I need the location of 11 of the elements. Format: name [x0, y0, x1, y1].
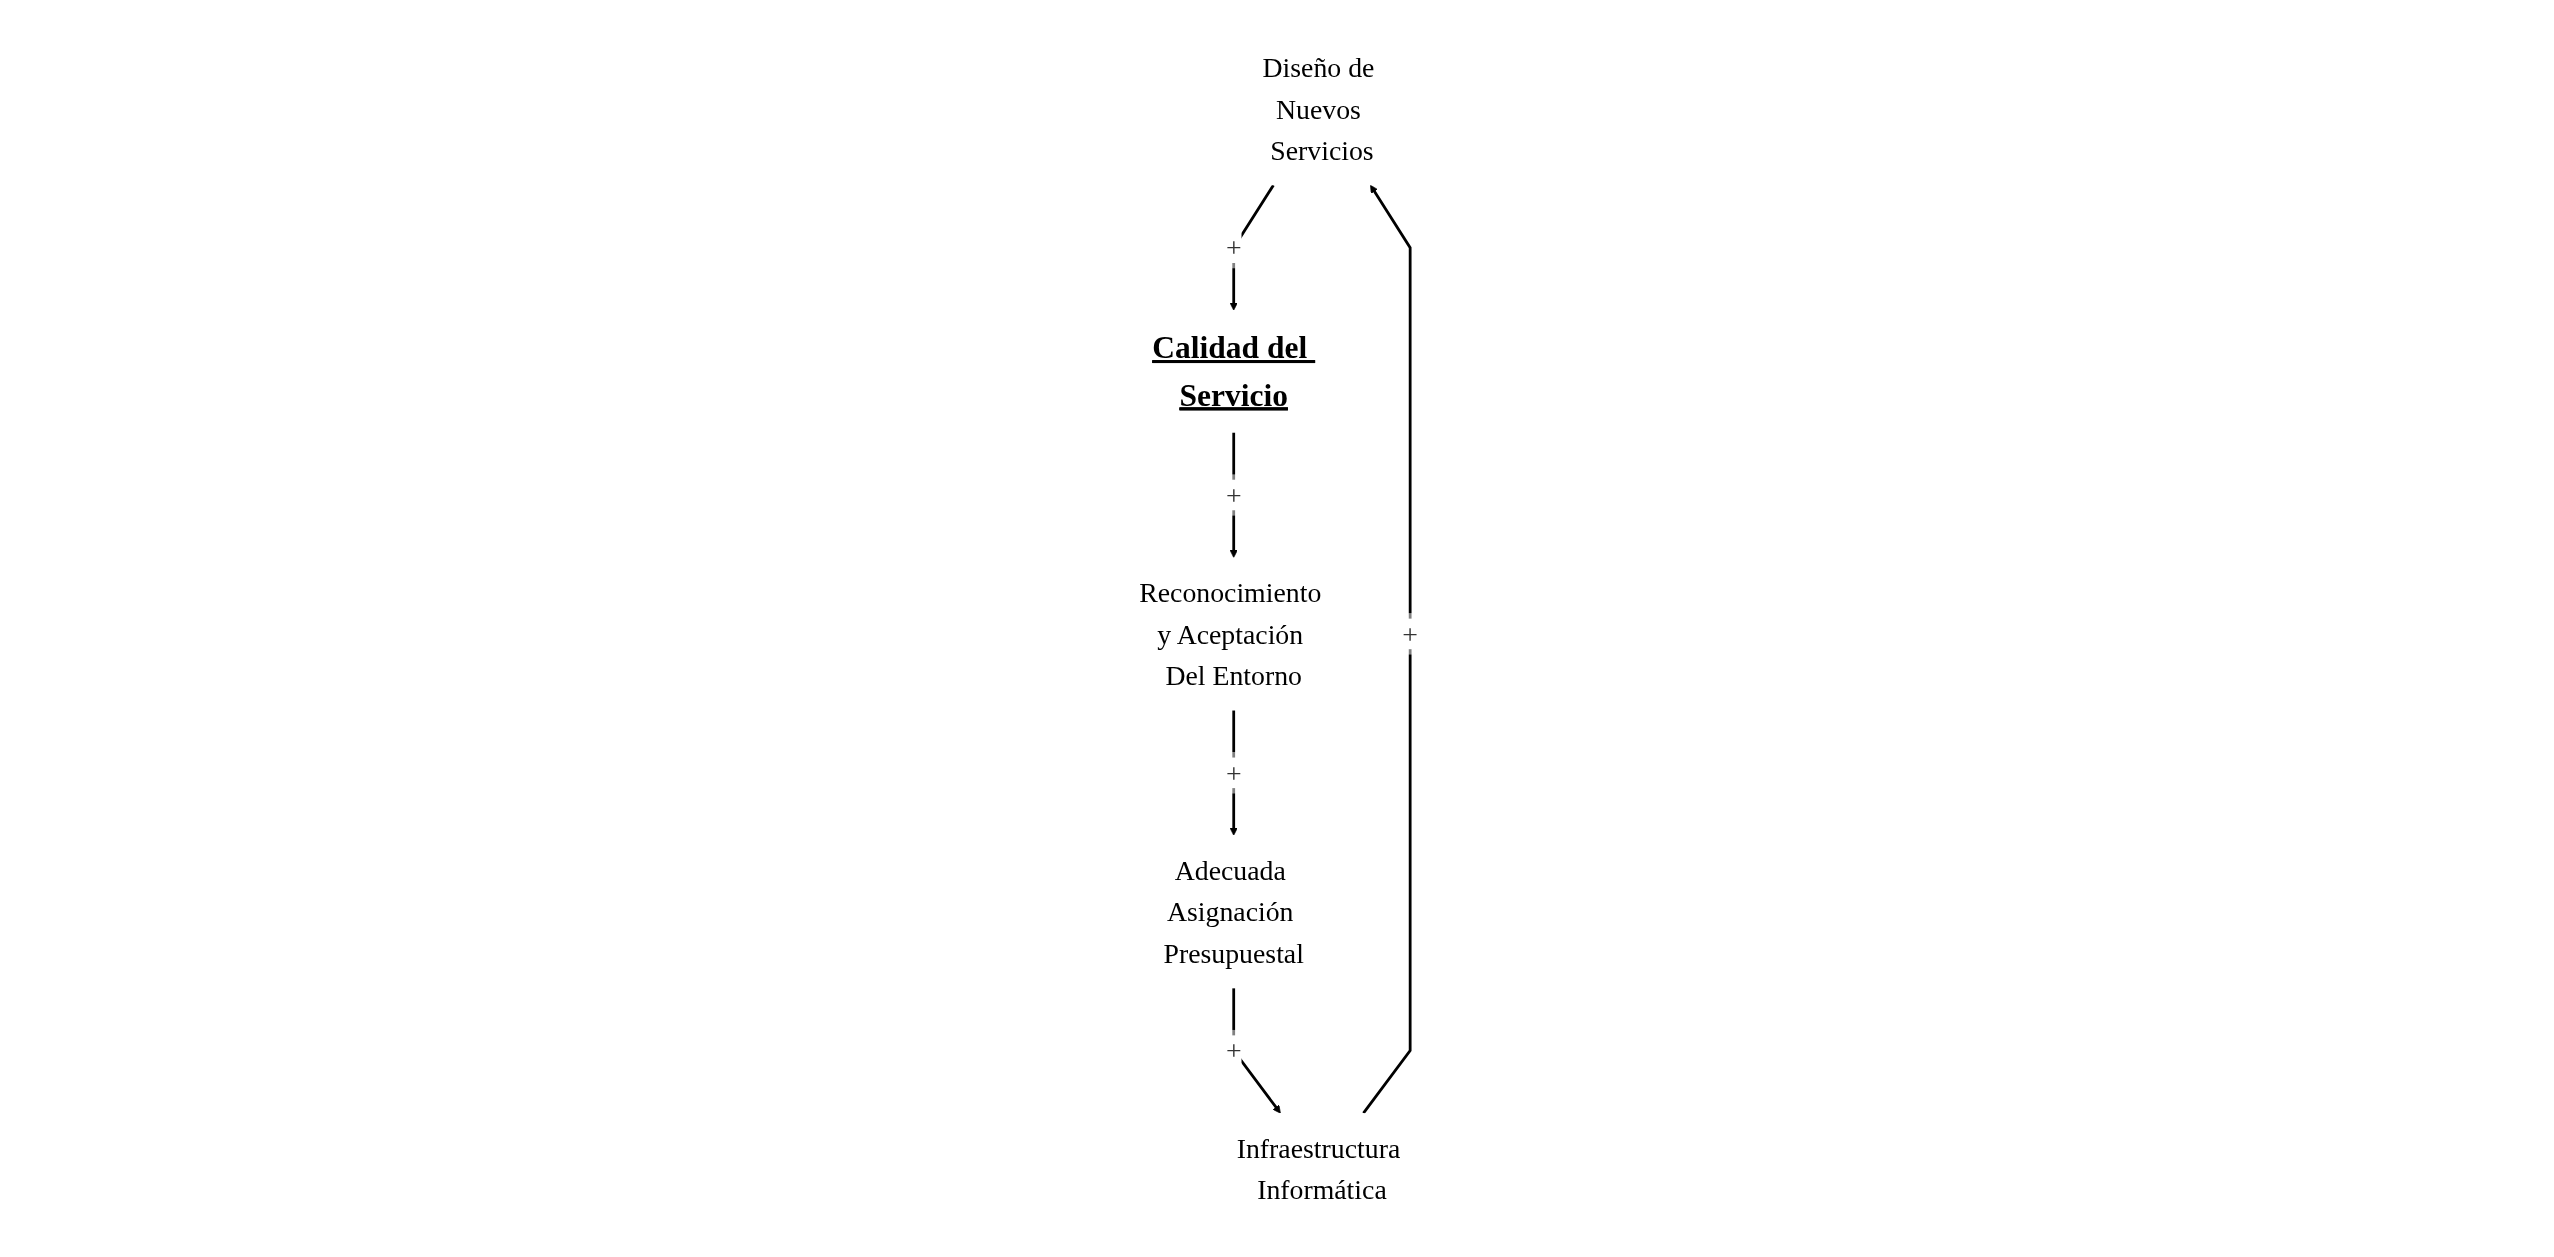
edge-label: + [1226, 232, 1242, 264]
node-text: Reconocimiento y Aceptación Del Entorno [1139, 577, 1322, 691]
edge-label: + [1226, 479, 1242, 511]
edge-label: + [1226, 757, 1242, 789]
edge-label: + [1226, 1035, 1242, 1067]
node-text: Calidad del Servicio [1152, 330, 1308, 413]
arrow [1362, 185, 1412, 1115]
node-text: Adecuada Asignación Presupuestal [1163, 854, 1305, 969]
edge-label: + [1402, 618, 1419, 650]
node-text: Diseño de Nuevos Servicios [1262, 52, 1375, 166]
node-text: Infraestructura Informática [1236, 1132, 1401, 1205]
